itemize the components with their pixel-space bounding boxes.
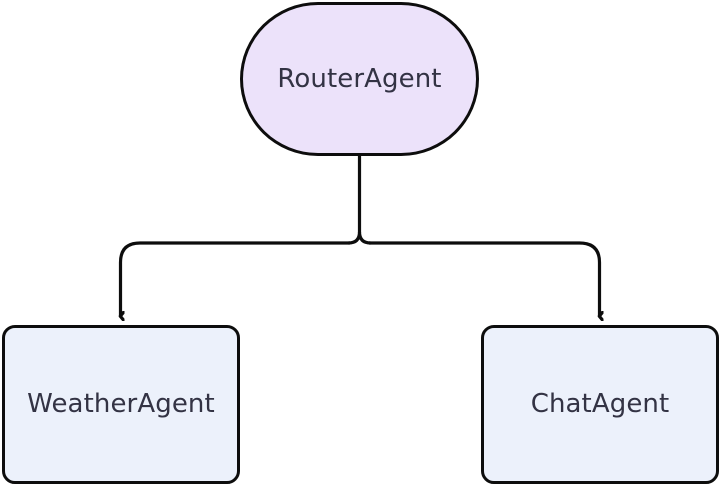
edge-router-to-weather xyxy=(121,241,350,316)
edge-router-to-chat xyxy=(369,241,600,316)
node-weather-agent-label: WeatherAgent xyxy=(27,389,215,420)
edge-trunk xyxy=(348,156,362,245)
node-router-agent[interactable]: RouterAgent xyxy=(240,2,479,156)
node-router-agent-label: RouterAgent xyxy=(277,63,442,94)
node-chat-agent-label: ChatAgent xyxy=(530,389,670,420)
node-weather-agent[interactable]: WeatherAgent xyxy=(2,325,240,484)
node-chat-agent[interactable]: ChatAgent xyxy=(481,325,719,484)
edge-trunk-right-fillet xyxy=(357,231,371,245)
